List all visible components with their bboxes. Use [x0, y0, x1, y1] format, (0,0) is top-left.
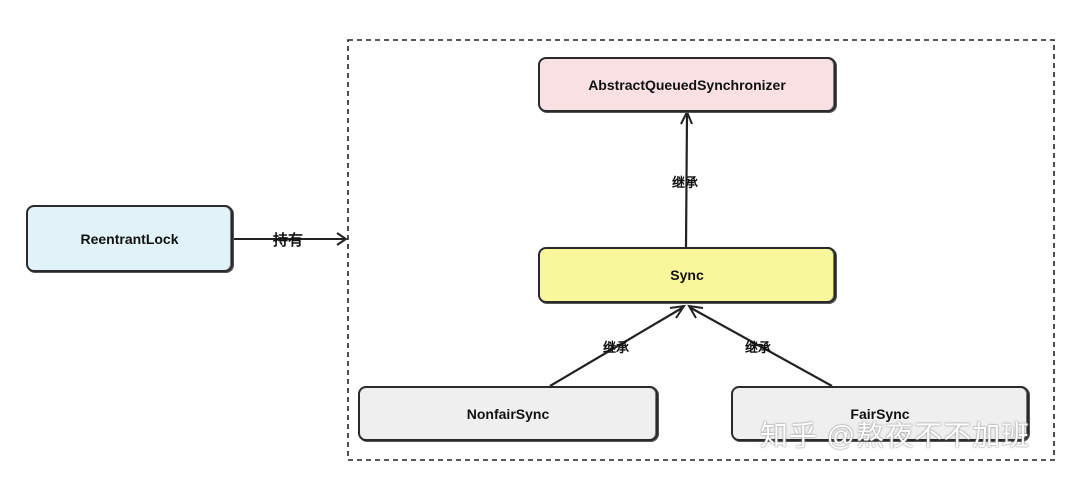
inherit-arrow-fair-sync	[690, 307, 833, 387]
holds-arrow-head	[336, 232, 348, 246]
fair-sync-node[interactable]: FairSync	[731, 386, 1029, 441]
inherit-arrow-fair-sync-head	[687, 304, 704, 319]
inherit-arrow-sync-aqs	[684, 113, 689, 248]
aqs-label: AbstractQueuedSynchronizer	[588, 76, 786, 93]
inherit-label-fair-sync: 继承	[745, 340, 772, 355]
sync-node[interactable]: Sync	[538, 247, 836, 303]
inherit-arrow-nonfair-sync	[549, 307, 683, 387]
inherit-arrow-sync-aqs-head	[680, 109, 693, 125]
inherit-arrow-nonfair-sync-head	[669, 304, 687, 319]
aqs-node[interactable]: AbstractQueuedSynchronizer	[538, 57, 836, 112]
watermark-text: 知乎 @熬夜不不加班	[760, 420, 1031, 451]
reentrant-lock-node[interactable]: ReentrantLock	[26, 205, 233, 272]
aqs-container-dashed-frame	[347, 39, 1055, 461]
nonfair-sync-node[interactable]: NonfairSync	[358, 386, 658, 441]
sync-label: Sync	[670, 267, 704, 283]
nonfair-sync-label: NonfairSync	[466, 405, 550, 422]
holds-edge-label: 持有	[273, 232, 304, 249]
inherit-label-nonfair-sync: 继承	[603, 340, 630, 355]
reentrant-lock-label: ReentrantLock	[80, 230, 179, 247]
inherit-label-sync-aqs: 继承	[672, 175, 699, 190]
fair-sync-label: FairSync	[850, 405, 910, 422]
